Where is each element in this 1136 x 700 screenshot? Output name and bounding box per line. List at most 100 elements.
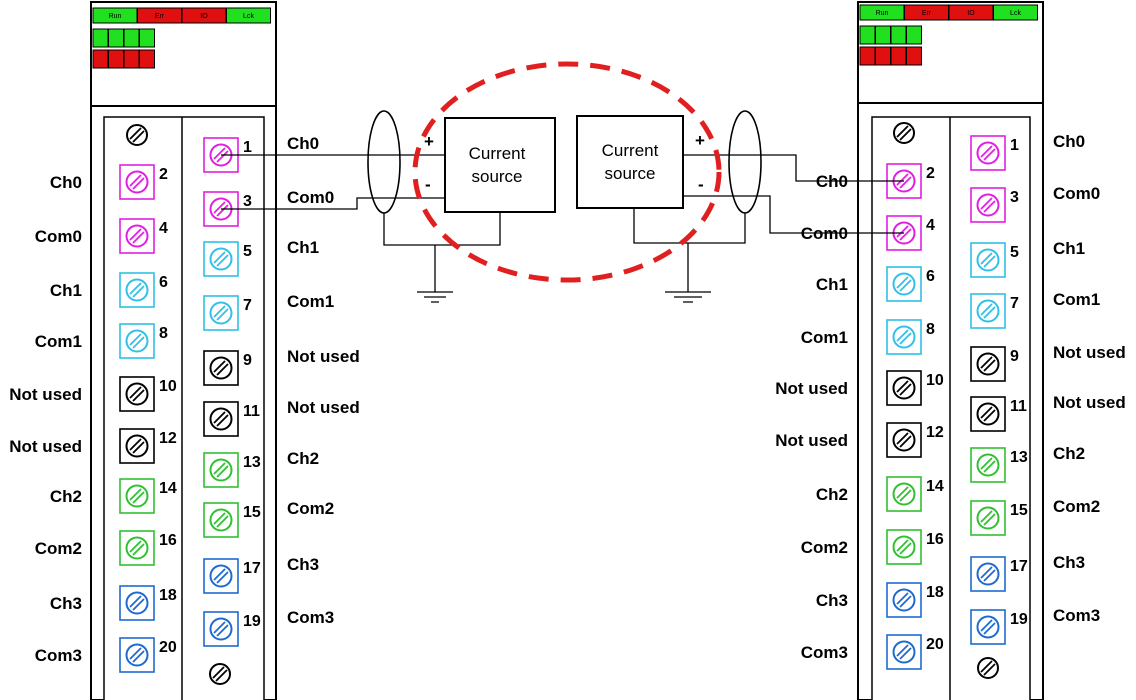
terminal-number: 7 (243, 297, 252, 314)
terminal-number: 14 (159, 480, 177, 497)
screw-terminal-icon (893, 122, 915, 144)
terminal-number: 19 (243, 613, 261, 630)
channel-led (906, 46, 922, 66)
terminal-number: 10 (926, 372, 944, 389)
channel-label: Com2 (1053, 497, 1100, 516)
terminal-number: 4 (926, 217, 935, 234)
right-terminal-7 (970, 293, 1006, 329)
channel-label: Com1 (1053, 290, 1100, 309)
right-terminal-10 (886, 370, 922, 406)
screw-terminal-icon (125, 329, 149, 353)
left-terminal-8 (119, 323, 155, 359)
terminal-number: 3 (1010, 189, 1019, 206)
screw-terminal-icon (209, 663, 231, 685)
channel-led (859, 25, 876, 45)
screw-terminal-icon (209, 564, 233, 588)
terminal-number: 14 (926, 478, 944, 495)
terminal-number: 2 (926, 165, 935, 182)
terminal-number: 17 (243, 560, 261, 577)
terminal-number: 9 (243, 352, 252, 369)
screw-terminal-icon (125, 591, 149, 615)
channel-label: Com0 (1053, 184, 1100, 203)
channel-label: Com2 (287, 499, 334, 518)
left-terminal-11 (203, 401, 239, 437)
right-terminal-19 (970, 609, 1006, 645)
channel-label: Ch2 (287, 449, 319, 468)
left-terminal-16 (119, 530, 155, 566)
screw-terminal-icon (209, 508, 233, 532)
right-terminal-1 (970, 135, 1006, 171)
screw-terminal-icon (892, 588, 916, 612)
left-terminal-7 (203, 295, 239, 331)
right-terminal-15 (970, 500, 1006, 536)
right-terminal-20 (886, 634, 922, 670)
right-source-line2: source (604, 164, 655, 183)
screw-terminal-icon (125, 484, 149, 508)
highlight-dashed-ellipse (412, 61, 722, 283)
right-terminal-12 (886, 422, 922, 458)
screw-terminal-icon (125, 170, 149, 194)
left-terminal-17 (203, 558, 239, 594)
channel-label: Not used (775, 431, 848, 450)
channel-label: Ch0 (287, 134, 319, 153)
terminal-number: 18 (159, 587, 177, 604)
channel-led (875, 25, 891, 45)
terminal-number: 12 (159, 430, 177, 447)
screw-terminal-icon (976, 141, 1000, 165)
channel-led (139, 49, 155, 69)
terminal-number: 20 (926, 636, 944, 653)
channel-label: Ch0 (1053, 132, 1085, 151)
screw-terminal-icon (125, 536, 149, 560)
channel-label: Com1 (287, 292, 334, 311)
channel-label: Com3 (1053, 606, 1100, 625)
channel-label: Ch3 (287, 555, 319, 574)
screw-terminal-icon (976, 402, 1000, 426)
channel-label: Ch1 (1053, 239, 1085, 258)
channel-led (906, 25, 922, 45)
shield-ellipse-icon (728, 110, 762, 214)
terminal-number: 17 (1010, 558, 1028, 575)
channel-label: Ch1 (50, 281, 82, 300)
right-current-source-box (576, 115, 684, 209)
left-terminal-5 (203, 241, 239, 277)
screw-terminal-icon (209, 247, 233, 271)
channel-led (875, 46, 891, 66)
screw-terminal-icon (976, 248, 1000, 272)
terminal-number: 9 (1010, 348, 1019, 365)
channel-led (859, 46, 876, 66)
channel-label: Com2 (35, 539, 82, 558)
terminal-number: 3 (243, 193, 252, 210)
left-source-line2: source (471, 167, 522, 186)
right-source-plus: + (695, 131, 705, 150)
left-terminal-19 (203, 611, 239, 647)
left-source-line1: Current (469, 144, 526, 163)
screw-terminal-icon (976, 453, 1000, 477)
screw-terminal-icon (892, 535, 916, 559)
terminal-number: 5 (1010, 244, 1019, 261)
terminal-number: 1 (243, 139, 252, 156)
channel-led (92, 49, 109, 69)
right-terminal-8 (886, 319, 922, 355)
terminal-number: 8 (926, 321, 935, 338)
channel-label: Not used (1053, 343, 1126, 362)
channel-label: Com3 (35, 646, 82, 665)
channel-label: Ch0 (50, 173, 82, 192)
left-wire-com0 (221, 197, 445, 210)
channel-label: Not used (1053, 393, 1126, 412)
screw-terminal-icon (976, 615, 1000, 639)
terminal-number: 12 (926, 424, 944, 441)
terminal-number: 10 (159, 378, 177, 395)
terminal-number: 1 (1010, 137, 1019, 154)
screw-terminal-icon (125, 224, 149, 248)
screw-terminal-icon (976, 352, 1000, 376)
right-wire-com0 (683, 195, 904, 234)
screw-terminal-icon (977, 657, 999, 679)
right-terminal-16 (886, 529, 922, 565)
left-current-source: Current source + - (424, 117, 556, 213)
left-shield-drain (383, 212, 501, 246)
channel-led (123, 28, 140, 48)
channel-label: Com0 (35, 227, 82, 246)
channel-label: Com1 (801, 328, 848, 347)
left-terminal-13 (203, 452, 239, 488)
